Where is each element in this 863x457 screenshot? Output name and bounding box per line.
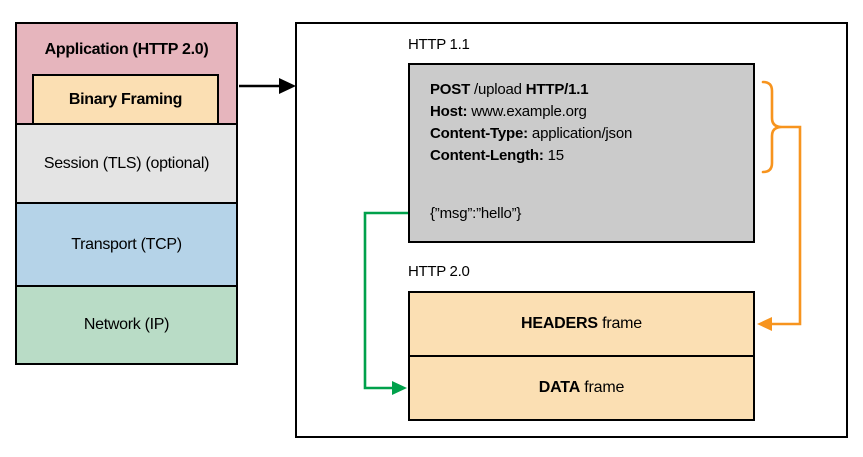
binary-framing-label: Binary Framing [68,90,183,108]
headers-frame-label: HEADERS frame [521,315,642,332]
request-line-content-length: Content-Length: 15 [430,147,564,164]
data-frame-row: DATA frame [410,357,753,419]
request-line-host: Host: www.example.org [430,103,587,120]
session-label: Session (TLS) (optional) [43,154,210,172]
data-frame-label: DATA frame [538,379,625,396]
http20-label: HTTP 2.0 [408,263,470,280]
stack-layer-session: Session (TLS) (optional) [15,123,238,204]
transport-label: Transport (TCP) [71,235,182,253]
http20-frames-box: HEADERS frame DATA frame [408,291,755,421]
binary-framing-box: Binary Framing [32,74,219,125]
request-line-content-type: Content-Type: application/json [430,125,633,142]
headers-frame-row: HEADERS frame [410,293,753,357]
stack-to-panel-arrow [239,78,296,94]
request-line-method: POST /upload HTTP/1.1 [430,81,589,98]
application-label: Application (HTTP 2.0) [44,41,209,58]
request-body: {”msg”:”hello”} [430,205,522,222]
network-label: Network (IP) [83,316,170,333]
stack-layer-transport: Transport (TCP) [15,202,238,287]
http11-label: HTTP 1.1 [408,36,470,53]
stack-layer-network: Network (IP) [15,285,238,365]
http11-request-box: POST /upload HTTP/1.1 Host: www.example.… [408,63,755,243]
